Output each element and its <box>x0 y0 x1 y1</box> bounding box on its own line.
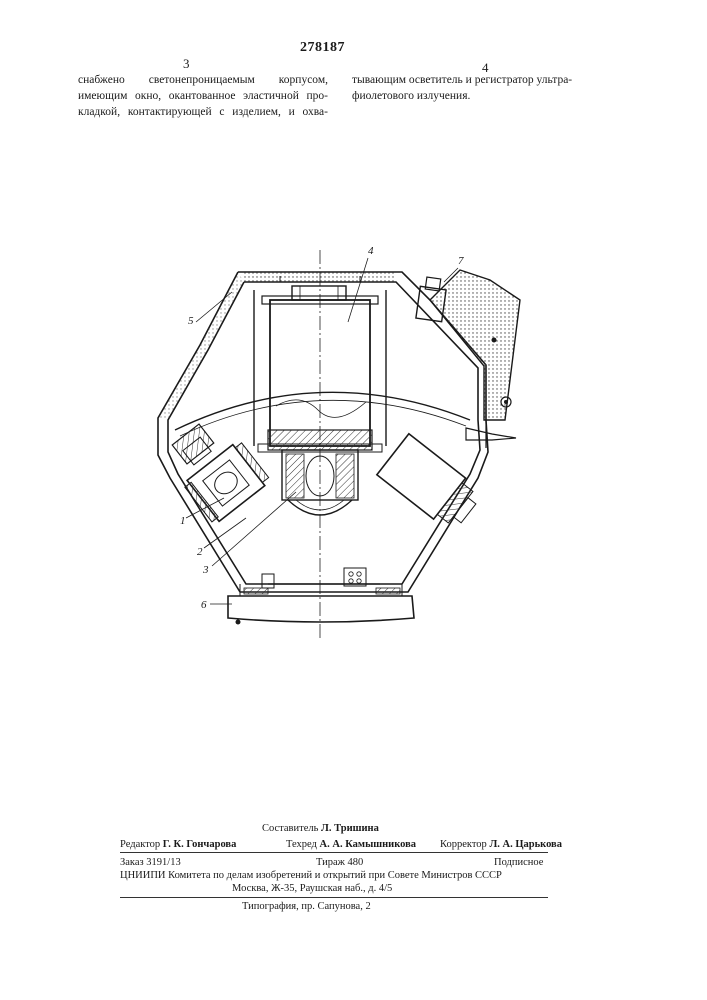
callout-2: 2 <box>197 546 203 558</box>
callout-1: 1 <box>180 515 186 527</box>
housing-left-wall <box>158 272 244 420</box>
right-detector <box>377 434 485 534</box>
callout-5: 5 <box>188 315 194 327</box>
housing-top-wall <box>244 272 396 282</box>
inner-dome <box>175 392 470 430</box>
side-handle <box>416 270 520 448</box>
callout-4: 4 <box>368 245 374 257</box>
bottom-window <box>228 568 414 625</box>
callout-3: 3 <box>202 564 209 576</box>
callout-7: 7 <box>458 255 464 267</box>
callout-6: 6 <box>201 599 207 611</box>
left-lamp-socket <box>172 424 214 465</box>
